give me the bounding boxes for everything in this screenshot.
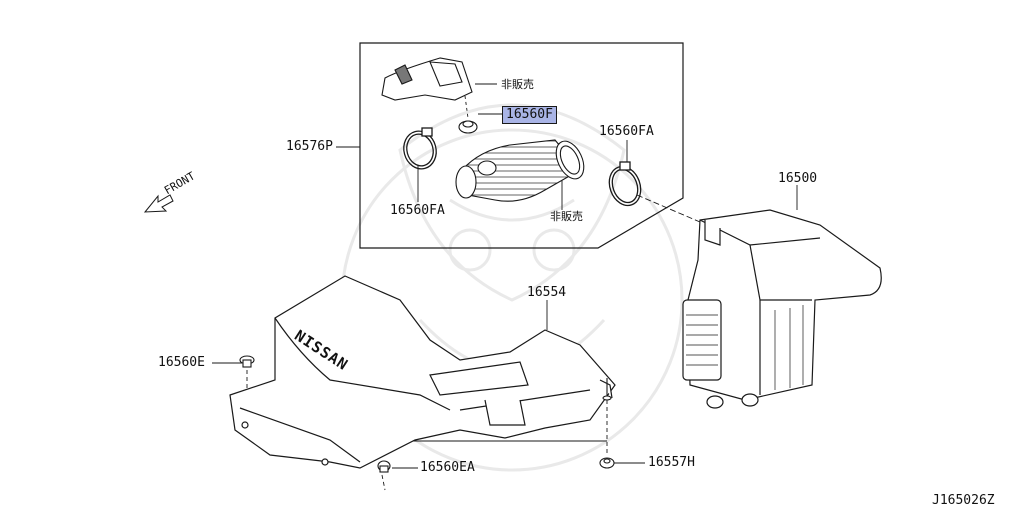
- inset-frame: [359, 42, 684, 249]
- air-cleaner-assembly: [682, 209, 882, 409]
- upper-air-duct: [381, 57, 473, 101]
- hose-clamp-right: [608, 161, 642, 207]
- label-16500[interactable]: 16500: [778, 171, 818, 186]
- air-hose-16576P: [455, 139, 585, 202]
- nut-16557H: [599, 457, 615, 469]
- label-16576P[interactable]: 16576P: [286, 139, 333, 154]
- label-16554[interactable]: 16554: [527, 285, 567, 300]
- label-16560FA-left[interactable]: 16560FA: [390, 203, 445, 218]
- label-16560E[interactable]: 16560E: [158, 355, 205, 370]
- front-arrow-icon: [143, 194, 174, 213]
- label-16557H[interactable]: 16557H: [648, 455, 695, 470]
- clip-16560E: [239, 355, 255, 368]
- diagram-code: J165026Z: [932, 493, 995, 508]
- hose-clamp-left: [403, 127, 437, 170]
- label-not-for-sale-bottom: 非販売: [550, 210, 583, 223]
- engine-cover-16554: [229, 275, 616, 469]
- watermark-emblem: [340, 103, 684, 472]
- stud-bolt: [602, 378, 612, 401]
- clip-16560EA: [377, 460, 391, 473]
- label-16560FA-right[interactable]: 16560FA: [599, 124, 654, 139]
- label-16560F-highlighted[interactable]: 16560F: [502, 106, 557, 124]
- label-not-for-sale-top: 非販売: [501, 78, 534, 91]
- grommet-16560F: [458, 120, 478, 134]
- label-16560EA[interactable]: 16560EA: [420, 460, 475, 475]
